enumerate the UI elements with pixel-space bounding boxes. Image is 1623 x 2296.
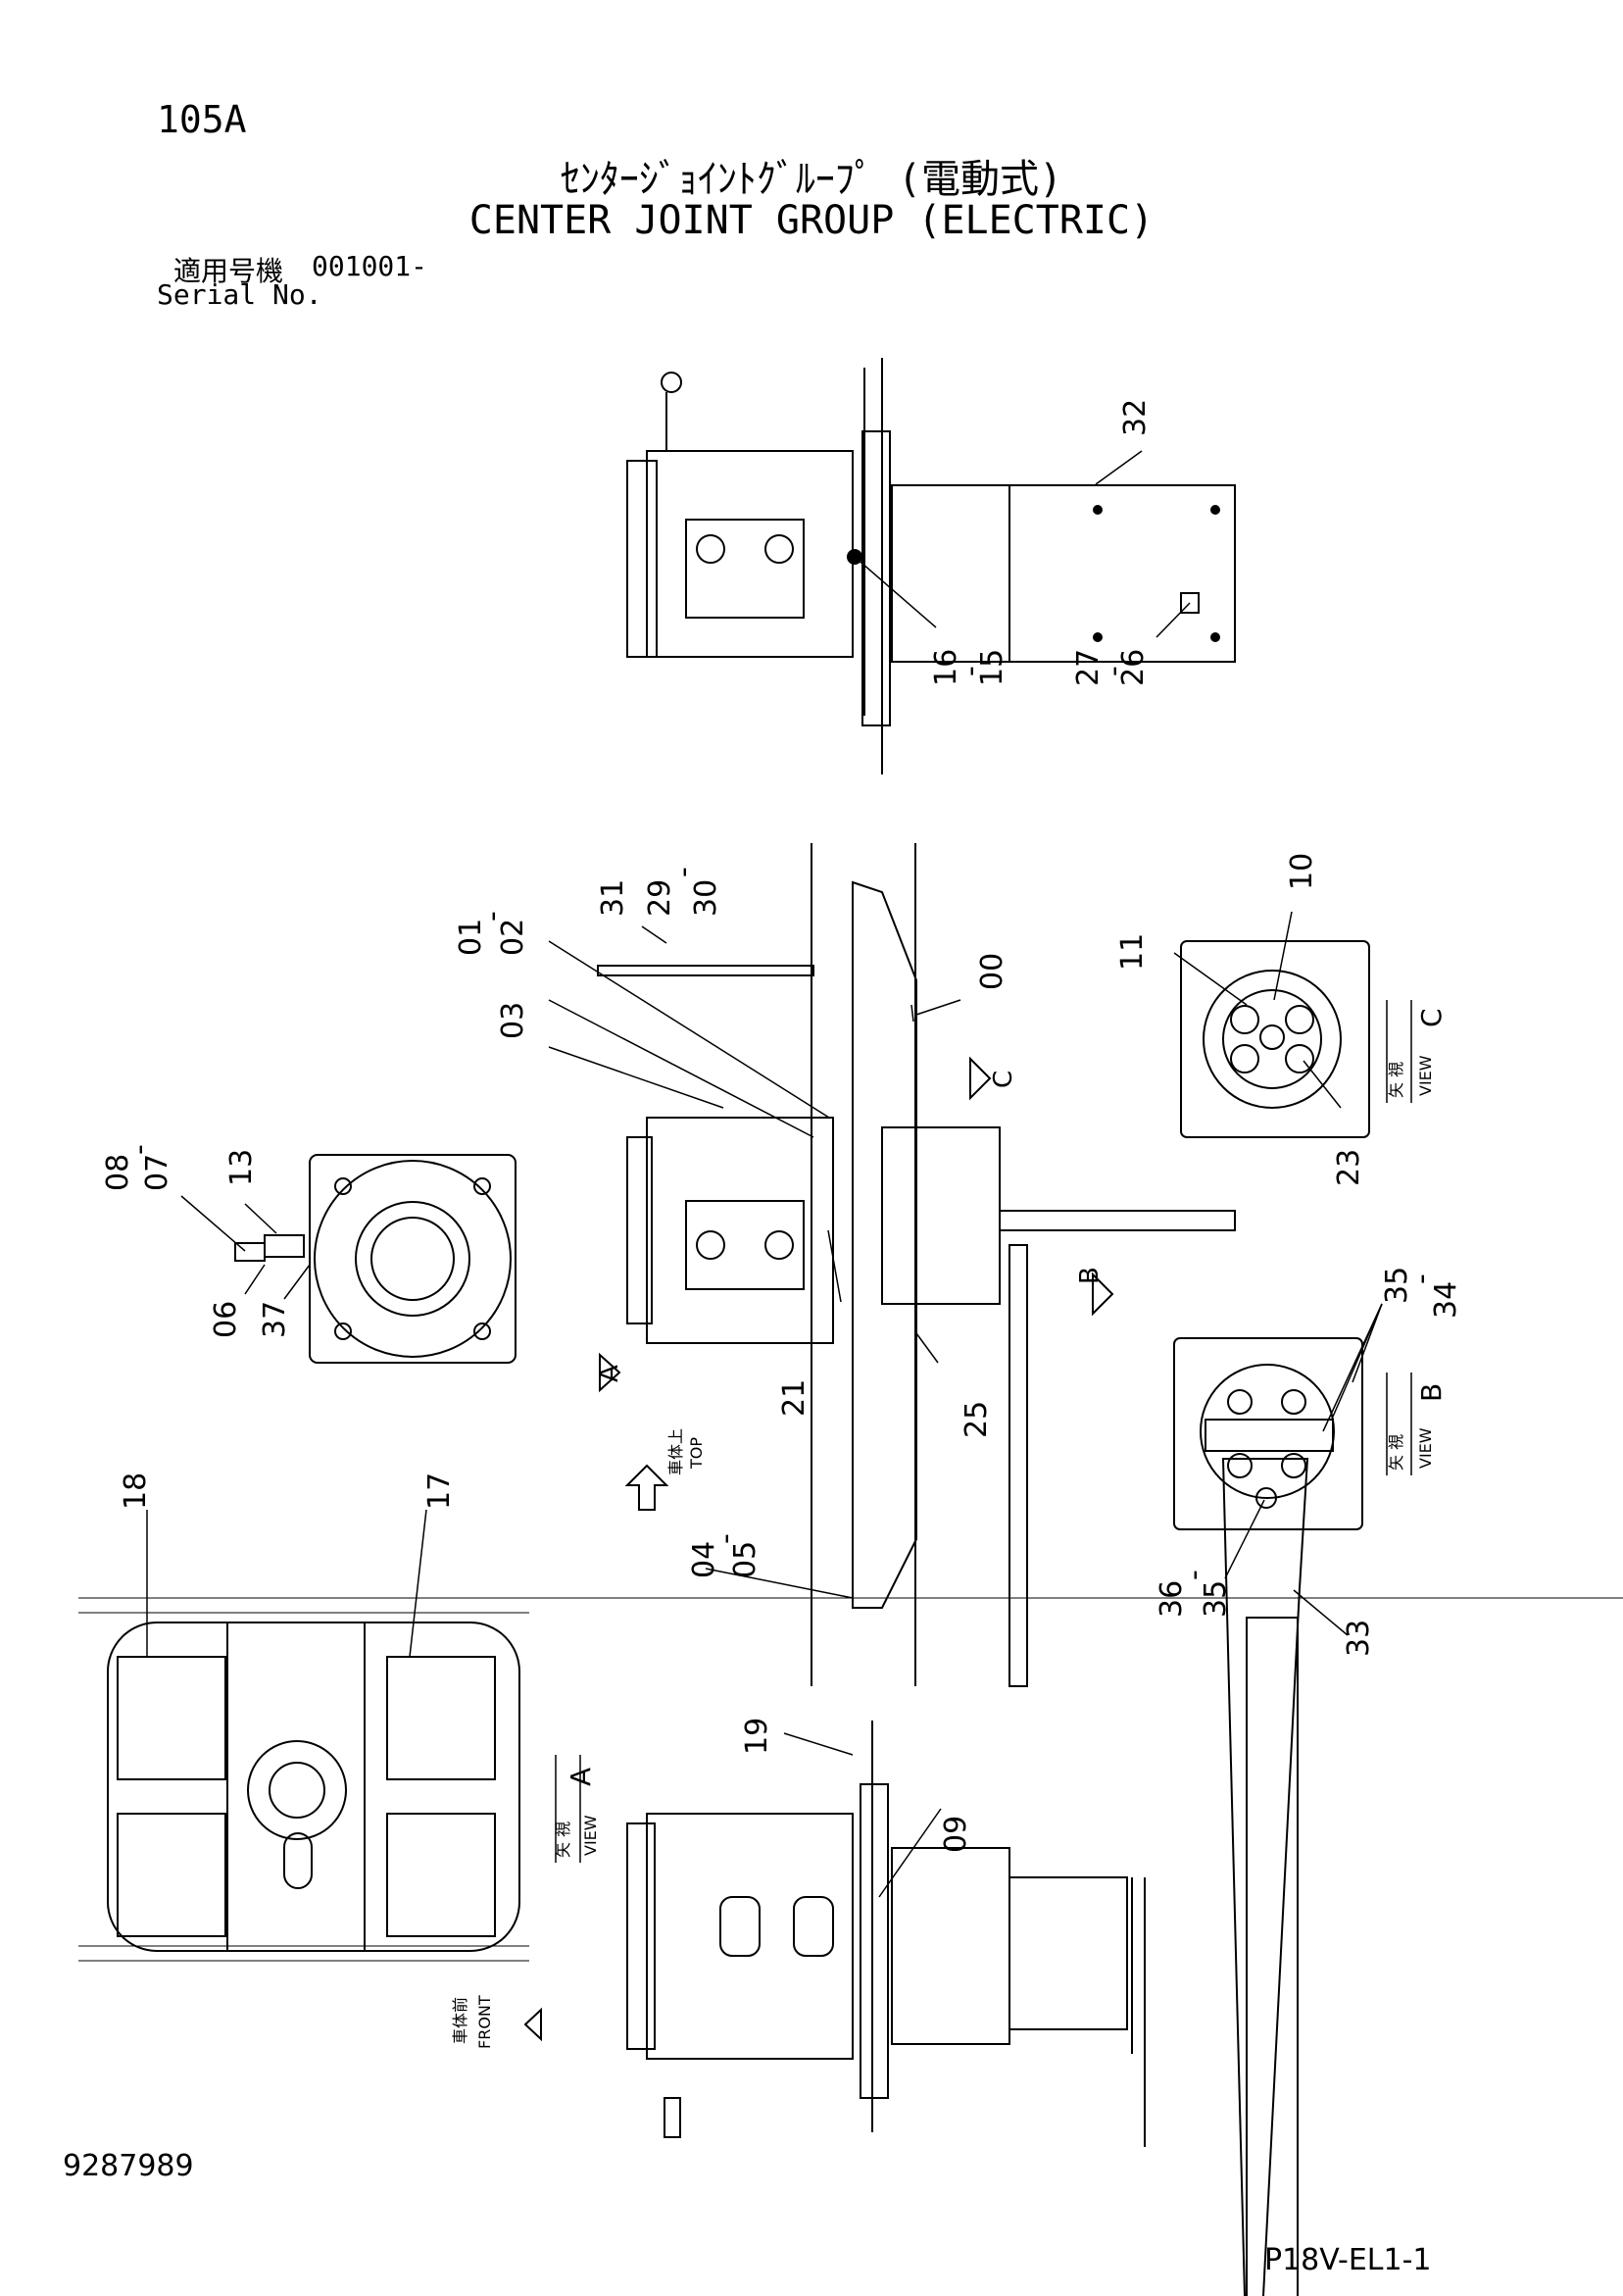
callout-10: 10	[1285, 853, 1319, 890]
view-c-detail	[1173, 911, 1370, 1138]
title-english: CENTER JOINT GROUP (ELECTRIC)	[468, 198, 1155, 243]
middle-assembly-view	[548, 843, 1236, 1687]
view-b-japanese: 矢 視	[1387, 1434, 1405, 1471]
callout-dash-36-35: -	[1177, 1570, 1211, 1580]
callout-07: 07	[140, 1154, 174, 1191]
page-code: P18V-EL1-1	[1264, 2243, 1432, 2277]
callout-34: 34	[1429, 1281, 1463, 1319]
serial-label-japanese: 適用号機	[173, 255, 284, 287]
flange-end-view	[180, 1154, 516, 1364]
callout-00: 00	[975, 953, 1009, 990]
callout-dash-01-02: -	[475, 911, 510, 922]
callout-16: 16	[929, 649, 963, 686]
callout-21: 21	[777, 1379, 812, 1417]
callout-35-top: 35	[1380, 1267, 1414, 1304]
callout-dash-29-30: -	[666, 867, 701, 877]
marker-c: C	[989, 1071, 1018, 1088]
view-b-letter: B	[1415, 1383, 1448, 1402]
callout-dash-27-26: -	[1097, 666, 1131, 676]
callout-13: 13	[224, 1149, 259, 1186]
title-japanese: ｾﾝﾀｰｼﾞｮｲﾝﾄｸﾞﾙｰﾌﾟ (電動式)	[560, 157, 1063, 202]
callout-04: 04	[687, 1541, 721, 1578]
view-labels: C 矢 視 VIEW B 矢 視 VIEW A 矢 視 VIEW A B C 車…	[451, 1008, 1448, 2049]
callout-09: 09	[939, 1816, 973, 1853]
plan-view	[78, 1509, 1623, 2042]
document-number: 9287989	[63, 2149, 194, 2183]
callout-dash-08-07: -	[123, 1144, 157, 1155]
callout-01: 01	[454, 919, 488, 956]
front-english: FRONT	[475, 1995, 494, 2049]
sheet-number: 105A	[157, 98, 247, 141]
callout-29: 29	[643, 879, 677, 917]
callout-26: 26	[1116, 649, 1151, 686]
callout-33: 33	[1342, 1620, 1376, 1657]
callout-18: 18	[119, 1472, 153, 1510]
callout-05: 05	[728, 1541, 762, 1578]
callout-17: 17	[422, 1472, 457, 1510]
view-label-boxes	[555, 1000, 1412, 1863]
callout-08: 08	[101, 1154, 135, 1191]
callout-03: 03	[496, 1002, 530, 1039]
marker-a: A	[595, 1365, 624, 1382]
callout-35-bottom: 35	[1199, 1580, 1233, 1618]
callout-labels: 32 16 15 27 26 31 29 30 01 02 03 00 10 1…	[101, 399, 1463, 1853]
callout-37: 37	[258, 1301, 292, 1338]
callout-06: 06	[209, 1301, 243, 1338]
callout-36: 36	[1155, 1580, 1189, 1618]
view-c-english: VIEW	[1416, 1055, 1435, 1096]
callout-11: 11	[1115, 933, 1150, 971]
top-assembly-view	[626, 358, 1236, 774]
callout-15: 15	[975, 649, 1009, 686]
view-a-english: VIEW	[581, 1815, 600, 1856]
serial-label-english: Serial No.	[157, 278, 322, 311]
view-a-japanese: 矢 視	[554, 1822, 572, 1858]
view-a-assembly	[626, 1721, 1146, 2147]
callout-27: 27	[1071, 649, 1106, 686]
view-b-detail	[1173, 1303, 1383, 2296]
view-c-letter: C	[1415, 1008, 1448, 1027]
view-b-english: VIEW	[1416, 1427, 1435, 1469]
callout-30: 30	[689, 879, 723, 917]
front-japanese: 車体前	[451, 1997, 469, 2044]
marker-b: B	[1075, 1267, 1105, 1284]
callout-25: 25	[959, 1401, 994, 1438]
callout-02: 02	[496, 919, 530, 956]
serial-value: 001001-	[312, 250, 428, 282]
callout-23: 23	[1332, 1149, 1366, 1186]
callout-dash-04-05: -	[709, 1533, 743, 1544]
callout-19: 19	[740, 1718, 774, 1755]
top-english: TOP	[687, 1437, 706, 1470]
top-japanese: 車体上	[666, 1428, 685, 1475]
callout-32: 32	[1118, 399, 1153, 436]
callout-31: 31	[596, 879, 630, 917]
callout-dash-16-15: -	[954, 666, 988, 676]
callout-dash-35-34: -	[1404, 1273, 1439, 1284]
view-c-japanese: 矢 視	[1387, 1062, 1405, 1098]
